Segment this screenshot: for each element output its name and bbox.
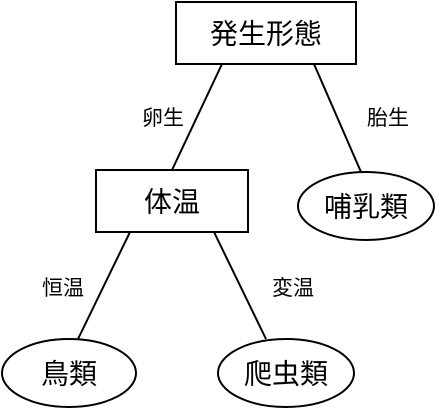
edge-label-oviparous: 卵生 [142, 106, 184, 130]
node-birds-label: 鳥類 [41, 358, 97, 391]
edge-line-body-temp-to-birds [77, 231, 131, 340]
edge-line-birth-form-to-mammals [313, 63, 362, 173]
node-reptiles: 爬虫類 [217, 338, 355, 408]
node-body-temp-label: 体温 [144, 186, 200, 219]
node-birds-ellipse [1, 338, 137, 408]
edge-label-viviparous: 胎生 [367, 106, 409, 130]
node-reptiles-label: 爬虫類 [244, 358, 328, 391]
edge-line-birth-form-to-body-temp [171, 63, 223, 171]
node-mammals-label: 哺乳類 [324, 191, 408, 224]
node-reptiles-ellipse [217, 338, 355, 408]
node-birds: 鳥類 [1, 338, 137, 408]
node-body-temp: 体温 [95, 169, 249, 233]
node-birth-form: 発生形態 [175, 1, 357, 65]
node-mammals-ellipse [297, 171, 435, 241]
node-mammals: 哺乳類 [297, 171, 435, 241]
edge-label-homeothermic: 恒温 [42, 276, 84, 300]
edge-label-poikilothermic: 変温 [272, 276, 314, 300]
node-body-temp-box [95, 169, 249, 233]
node-birth-form-label: 発生形態 [210, 18, 322, 51]
edge-line-body-temp-to-reptiles [213, 231, 267, 340]
node-birth-form-box [175, 1, 357, 65]
